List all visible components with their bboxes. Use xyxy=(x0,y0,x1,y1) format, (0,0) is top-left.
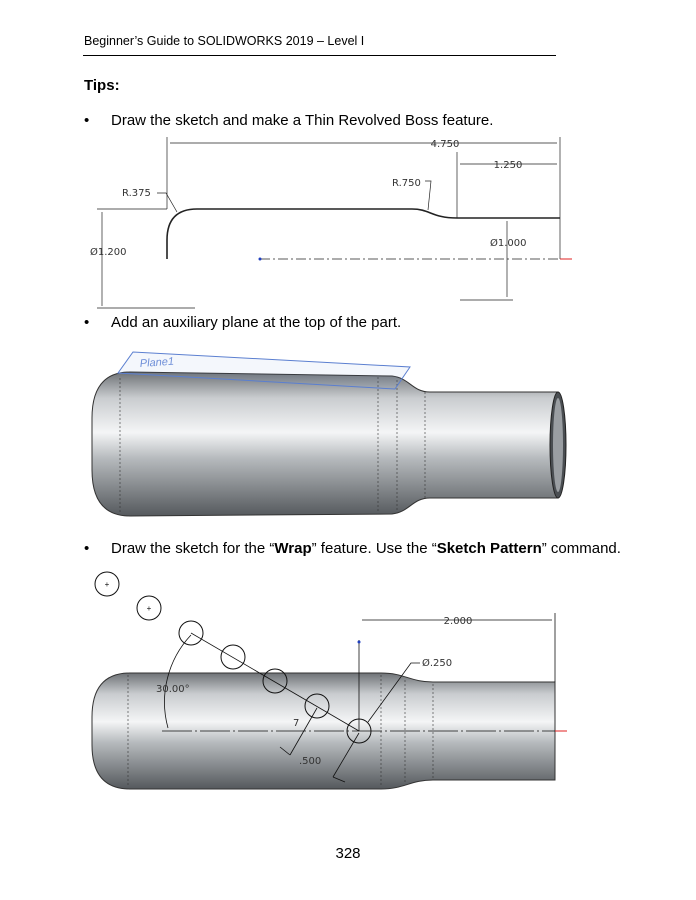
bullet-3: •Draw the sketch for the “Wrap” feature.… xyxy=(84,540,621,557)
page-number: 328 xyxy=(335,845,361,862)
plane1-label: Plane1 xyxy=(139,356,174,370)
dim-step-1250: 1.250 xyxy=(494,160,523,171)
bullet-2: •Add an auxiliary plane at the top of th… xyxy=(84,314,402,331)
dim-radius-375: R.375 xyxy=(122,188,151,199)
dim-spacing-500: .500 xyxy=(299,756,321,767)
svg-text:+: + xyxy=(147,604,152,613)
dim-length-4750: 4.750 xyxy=(431,139,460,150)
wrap-sketch-model: ++ xyxy=(91,571,567,790)
dim-length-2000: 2.000 xyxy=(444,616,473,627)
tips-heading: Tips: xyxy=(84,77,120,94)
dim-pattern-count: 7 xyxy=(293,718,299,729)
revolve-sketch xyxy=(97,137,572,309)
running-header: Beginner’s Guide to SOLIDWORKS 2019 – Le… xyxy=(84,34,365,48)
header-rule xyxy=(83,55,556,56)
dim-diameter-1200: Ø1.200 xyxy=(90,246,127,258)
bullet-2-text: Add an auxiliary plane at the top of the… xyxy=(111,314,402,331)
bullet-3-text: Draw the sketch for the “Wrap” feature. … xyxy=(111,540,621,557)
revolved-part-model xyxy=(91,351,567,517)
svg-text:+: + xyxy=(105,580,110,589)
dim-diameter-250: Ø.250 xyxy=(422,657,452,669)
dim-radius-750: R.750 xyxy=(392,178,421,189)
dim-angle-30: 30.00° xyxy=(156,684,190,695)
bullet-1: •Draw the sketch and make a Thin Revolve… xyxy=(84,112,494,129)
dim-diameter-1000: Ø1.000 xyxy=(490,237,527,249)
bullet-1-text: Draw the sketch and make a Thin Revolved… xyxy=(111,112,494,129)
